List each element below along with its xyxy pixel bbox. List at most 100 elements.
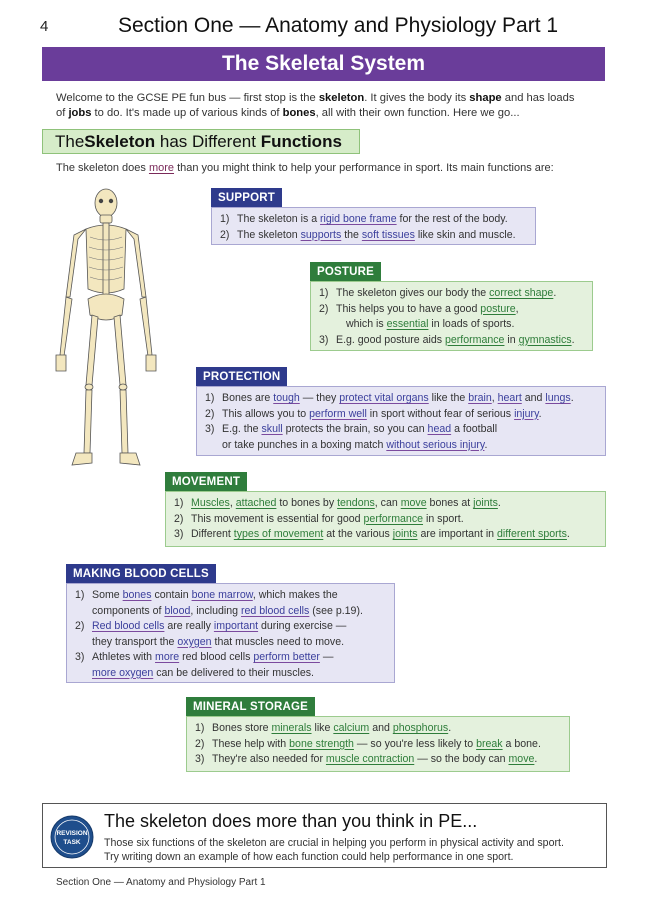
text: The skeleton xyxy=(237,228,301,241)
text: The skeleton gives our body the xyxy=(336,287,490,299)
text: or take punches in a boxing match xyxy=(222,438,387,451)
item-number: 3) xyxy=(75,651,85,663)
intro-shape: shape xyxy=(469,92,502,104)
keyword: red blood cells xyxy=(241,604,310,617)
list-item: 2)The skeleton supports the soft tissues… xyxy=(220,228,529,244)
list-item: 1)Bones store minerals like calcium and … xyxy=(195,721,563,737)
list-item: 3)E.g. good posture aids performance in … xyxy=(319,333,586,349)
keyword: move xyxy=(400,497,427,509)
intro-paragraph: Welcome to the GCSE PE fun bus — first s… xyxy=(56,91,586,121)
text: a bone. xyxy=(502,737,541,750)
item-number: 2) xyxy=(205,407,215,420)
text: . xyxy=(553,287,557,299)
revision-title: The skeleton does more than you think in… xyxy=(104,811,478,831)
blood-cells-box: 1)Some bones contain bone marrow, which … xyxy=(66,583,395,683)
movement-title: MOVEMENT xyxy=(165,472,248,491)
text: they transport the xyxy=(92,635,178,648)
text: . xyxy=(497,497,501,509)
text: red blood cells xyxy=(179,651,254,663)
keyword: Muscles xyxy=(191,497,230,509)
keyword: tendons xyxy=(337,497,375,509)
list-item: 1)The skeleton is a rigid bone frame for… xyxy=(220,212,529,228)
keyword: types of movement xyxy=(233,528,324,540)
keyword: attached xyxy=(235,497,277,509)
keyword: important xyxy=(213,620,259,632)
keyword: blood xyxy=(164,604,191,617)
text: and xyxy=(521,392,546,404)
keyword: Red blood cells xyxy=(92,620,165,632)
protection-box: 1)Bones are tough — they protect vital o… xyxy=(196,386,606,456)
intro-text: , all with their own function. Here we g… xyxy=(315,107,520,119)
list-item: 3)Different types of movement at the var… xyxy=(174,527,599,543)
banner-title: The Skeletal System xyxy=(221,52,426,75)
list-item: 2)This movement is essential for good pe… xyxy=(174,512,599,528)
footer-section-label: Section One — Anatomy and Physiology Par… xyxy=(56,877,266,888)
keyword: posture xyxy=(480,302,516,315)
list-item: 2)These help with bone strength — so you… xyxy=(195,737,563,753)
text: protects the brain, so you can xyxy=(282,423,428,435)
list-item: 1)Muscles, attached to bones by tendons,… xyxy=(174,496,599,512)
subhead-text: has Different xyxy=(155,131,261,151)
list-item: 2)Red blood cells are really important d… xyxy=(75,619,388,650)
posture-box: 1) The skeleton gives our body the correc… xyxy=(310,281,593,351)
text: , xyxy=(515,302,519,315)
text: to bones by xyxy=(276,497,338,509)
item-number: 3) xyxy=(205,423,215,435)
keyword: perform well xyxy=(309,407,367,420)
text: that muscles need to move. xyxy=(211,635,345,648)
text: for the rest of the body. xyxy=(396,213,508,225)
intro-jobs: jobs xyxy=(68,107,92,119)
badge-top-text: REVISION xyxy=(56,830,87,837)
item-number: 1) xyxy=(75,589,85,601)
keyword: skull xyxy=(261,423,283,435)
keyword: essential xyxy=(386,318,429,330)
text: in loads of sports. xyxy=(428,318,515,330)
text: Bones store xyxy=(212,722,272,734)
text: Bones are xyxy=(222,392,274,404)
text: , including xyxy=(190,604,242,617)
intro-text: and has loads of xyxy=(56,92,575,119)
keyword: soft tissues xyxy=(361,228,415,241)
text: and xyxy=(369,722,393,734)
text: in xyxy=(504,333,519,346)
skeleton-illustration xyxy=(55,188,157,466)
movement-box: 1)Muscles, attached to bones by tendons,… xyxy=(165,491,606,547)
text: — so the body can xyxy=(414,753,509,765)
keyword: gymnastics xyxy=(518,333,572,346)
intro-bones: bones xyxy=(282,107,316,119)
functions-subheading: The Skeleton has Different Functions xyxy=(42,129,360,154)
text: — so you're less likely to xyxy=(353,737,477,750)
keyword: bone strength xyxy=(289,737,354,750)
text: Different xyxy=(191,528,234,540)
text: They're also needed for xyxy=(212,753,326,765)
item-number: 1) xyxy=(319,287,329,299)
text: This movement is essential for good xyxy=(191,512,364,525)
keyword: muscle contraction xyxy=(325,753,415,765)
revision-task-box xyxy=(42,803,607,868)
list-item: 1)Some bones contain bone marrow, which … xyxy=(75,588,388,619)
item-number: 2) xyxy=(174,512,184,525)
text: . xyxy=(538,407,542,420)
keyword: bones xyxy=(122,589,152,601)
keyword: joints xyxy=(392,528,418,540)
lead-more: more xyxy=(148,162,175,174)
mineral-storage-box: 1)Bones store minerals like calcium and … xyxy=(186,716,570,772)
subhead-text: The xyxy=(55,131,85,151)
posture-title: POSTURE xyxy=(310,262,381,281)
list-item: 1) The skeleton gives our body the correc… xyxy=(319,286,586,302)
keyword: minerals xyxy=(271,722,312,734)
keyword: break xyxy=(476,737,503,750)
list-item: 1)Bones are tough — they protect vital o… xyxy=(205,391,599,407)
keyword: without serious injury xyxy=(386,438,485,451)
text: Athletes with xyxy=(92,651,156,663)
support-box: 1)The skeleton is a rigid bone frame for… xyxy=(211,207,536,245)
keyword: tough xyxy=(273,392,300,404)
keyword: correct shape xyxy=(489,287,554,299)
badge-bottom-text: TASK xyxy=(63,839,81,846)
keyword: perform better xyxy=(253,651,320,663)
lead-text: The skeleton does xyxy=(56,162,149,174)
intro-text: Welcome to the GCSE PE fun bus — first s… xyxy=(56,92,319,104)
keyword: move xyxy=(508,753,535,765)
item-number: 2) xyxy=(319,302,329,315)
text: during exercise — xyxy=(258,620,347,632)
